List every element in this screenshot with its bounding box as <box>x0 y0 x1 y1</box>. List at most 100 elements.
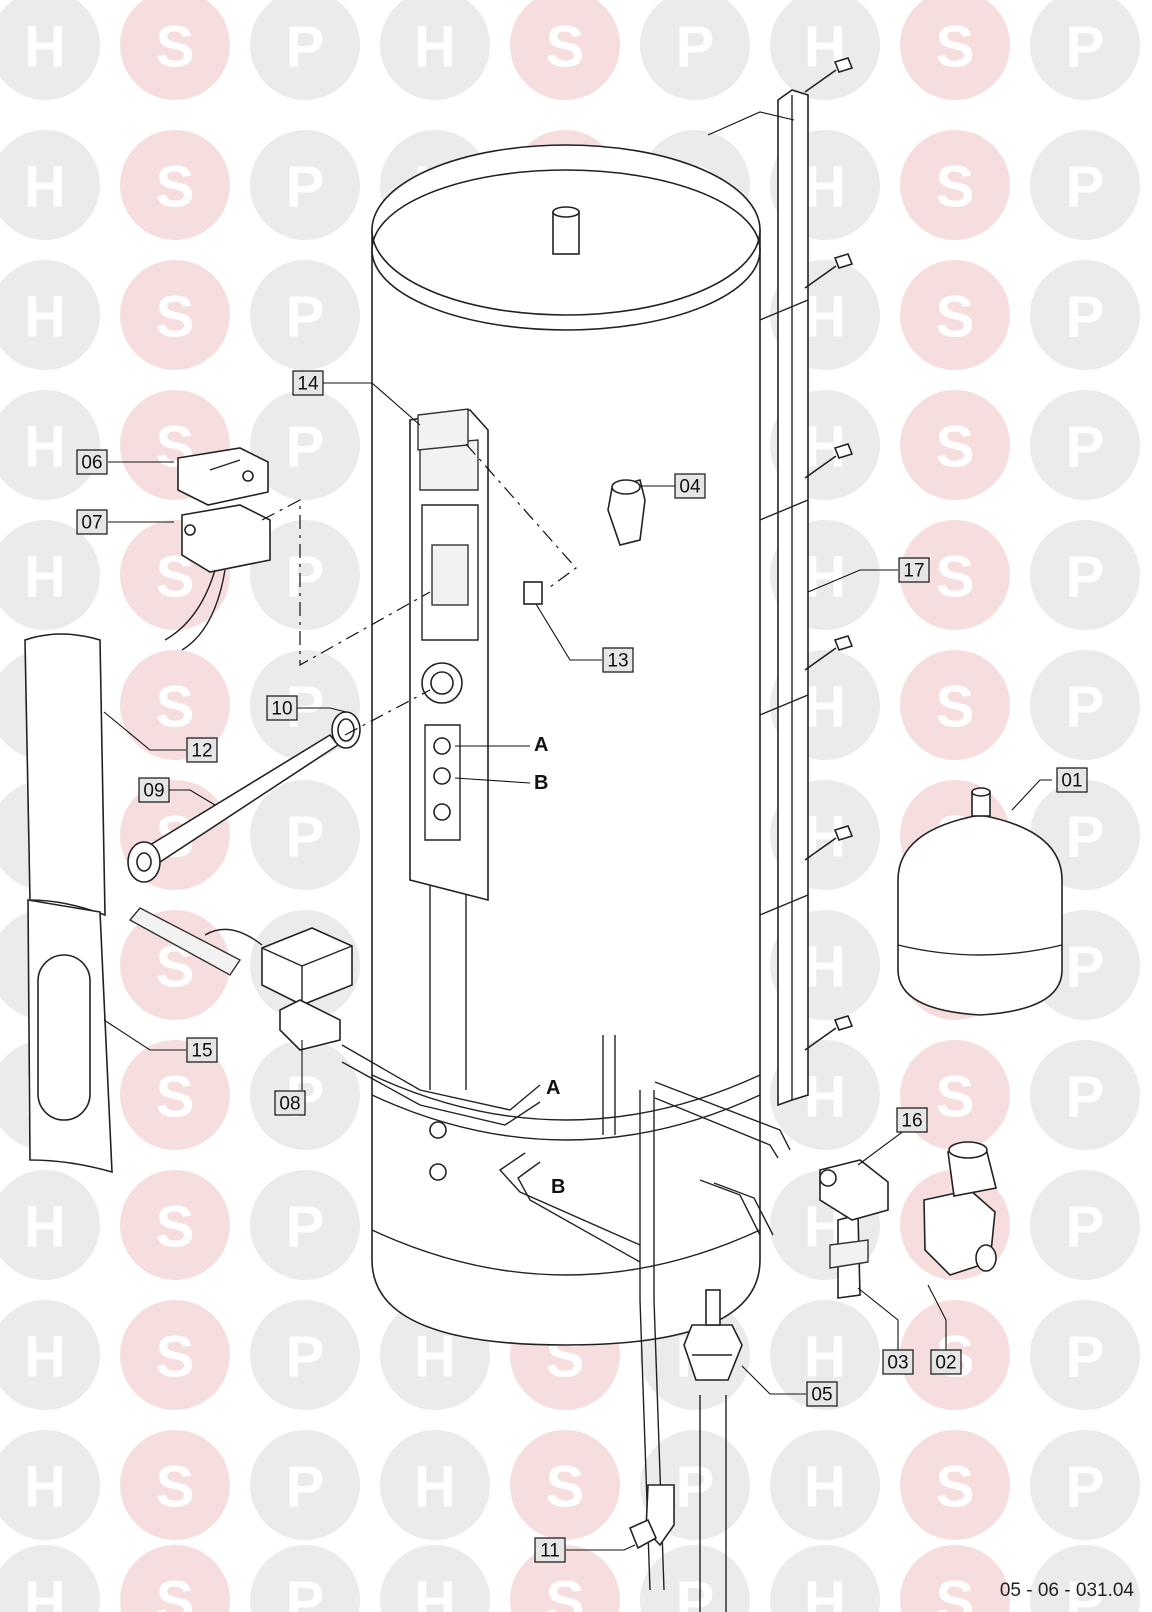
watermark-letter: S <box>156 1325 195 1390</box>
watermark-letter: P <box>286 545 325 610</box>
watermark-letter: P <box>1066 805 1105 870</box>
watermark-circle <box>120 0 230 100</box>
callout-label: 05 <box>811 1385 832 1406</box>
leader-lines <box>103 111 1052 1551</box>
watermark-circle <box>1030 130 1140 240</box>
watermark-letter: H <box>24 155 66 220</box>
watermark-letter: S <box>156 15 195 80</box>
watermark-circle <box>250 130 360 240</box>
callout-box <box>806 1381 838 1407</box>
part-08-motorised-valve <box>128 907 353 1051</box>
rail-screw <box>804 443 854 479</box>
callout-box <box>266 695 298 721</box>
watermark-circle <box>900 260 1010 370</box>
rail-screw <box>804 253 854 289</box>
watermark-letter: S <box>936 675 975 740</box>
watermark-letter: S <box>156 1065 195 1130</box>
assembly-guides <box>261 443 577 736</box>
watermark-circle <box>250 1430 360 1540</box>
watermark-letter: S <box>156 1570 195 1612</box>
watermark-letter: P <box>1066 1455 1105 1520</box>
watermark-circle <box>1030 0 1140 100</box>
watermark-letter: S <box>156 1455 195 1520</box>
callout-16: 16 <box>896 1107 928 1133</box>
watermark-letter: H <box>24 1325 66 1390</box>
callout-label: 13 <box>607 651 628 672</box>
watermark-circle <box>1030 520 1140 630</box>
part-09-immersion-heater <box>127 733 340 883</box>
watermark-circle <box>640 1545 750 1612</box>
watermark-circle <box>120 1300 230 1410</box>
watermark-circle <box>0 0 100 100</box>
watermark-letter: P <box>676 1455 715 1520</box>
part-14-display-cover <box>417 408 469 451</box>
watermark-circle <box>0 1170 100 1280</box>
watermark-letter: P <box>1066 675 1105 740</box>
callout-label: 08 <box>279 1094 300 1115</box>
watermark-letter: P <box>286 1195 325 1260</box>
watermark-circle <box>0 260 100 370</box>
part-07-terminal-block <box>164 504 271 651</box>
watermark-circle <box>120 1170 230 1280</box>
callout-box <box>76 509 108 535</box>
watermark-letter: H <box>804 545 846 610</box>
callout-box <box>292 370 324 396</box>
watermark-letter: S <box>546 1455 585 1520</box>
watermark-letter: S <box>546 1570 585 1612</box>
part-16-manifold <box>819 1159 889 1221</box>
watermark-letter: P <box>286 155 325 220</box>
watermark-letter: H <box>804 155 846 220</box>
callout-label: 06 <box>81 453 102 474</box>
part-05-strainer <box>683 1289 743 1381</box>
callout-box <box>898 557 930 583</box>
watermark-letter: S <box>156 1195 195 1260</box>
rail-screw <box>804 1015 854 1051</box>
callout-label: 02 <box>935 1353 956 1374</box>
callout-14: 14 <box>292 370 324 396</box>
watermark-letter: P <box>1066 285 1105 350</box>
watermark-circle <box>0 1300 100 1410</box>
watermark-letter: P <box>1066 415 1105 480</box>
watermark-letter: S <box>936 285 975 350</box>
watermark-circle <box>250 1170 360 1280</box>
watermark-letter: S <box>156 285 195 350</box>
callout-label: 09 <box>143 781 164 802</box>
callout-label: 15 <box>191 1041 212 1062</box>
callout-17: 17 <box>898 557 930 583</box>
callout-07: 07 <box>76 509 108 535</box>
watermark-circle <box>250 1545 360 1612</box>
watermark-letter: H <box>414 1570 456 1612</box>
callout-11: 11 <box>534 1537 566 1563</box>
callout-10: 10 <box>266 695 298 721</box>
watermark-circle <box>380 1545 490 1612</box>
rail-screw <box>804 57 854 93</box>
callout-box <box>602 647 634 673</box>
watermark-letter: S <box>936 415 975 480</box>
watermark-letter: H <box>24 415 66 480</box>
watermark-letter: P <box>1066 1195 1105 1260</box>
watermark-circle <box>510 0 620 100</box>
watermark-circle <box>0 1545 100 1612</box>
watermark-circle <box>120 1040 230 1150</box>
callout-box <box>76 449 108 475</box>
watermark-letter: S <box>936 155 975 220</box>
watermark-circle <box>0 130 100 240</box>
callout-label: 07 <box>81 513 102 534</box>
watermark-circle <box>900 1430 1010 1540</box>
watermark-circle <box>1030 1040 1140 1150</box>
watermark-letter: P <box>286 285 325 350</box>
part-01-expansion-vessel <box>897 787 1063 1016</box>
watermark-circle <box>120 910 230 1020</box>
watermark-letter: P <box>1066 545 1105 610</box>
callout-label: 10 <box>271 699 292 720</box>
rail-screw <box>804 825 854 861</box>
watermark-circle <box>770 1545 880 1612</box>
watermark-letter: H <box>804 935 846 1000</box>
watermark-circle <box>900 520 1010 630</box>
callout-15: 15 <box>186 1037 218 1063</box>
callout-03: 03 <box>882 1349 914 1375</box>
watermark-circle <box>900 0 1010 100</box>
part-04-valve <box>607 479 646 546</box>
watermark-letter: P <box>676 1570 715 1612</box>
